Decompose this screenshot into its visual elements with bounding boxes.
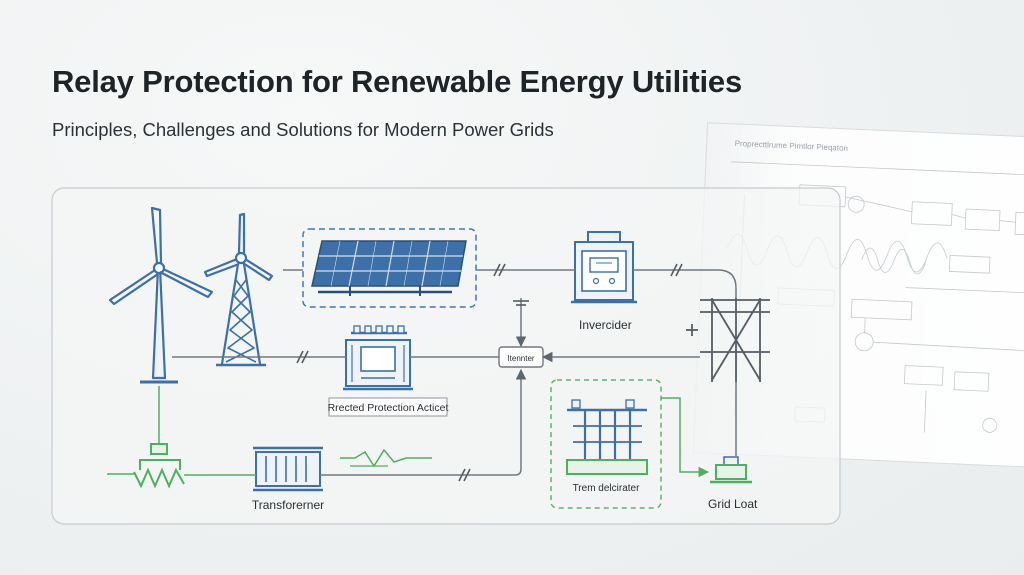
controller-label: Trem delcirater [573,483,641,494]
solar-panel-icon [311,240,467,296]
page-subtitle: Principles, Challenges and Solutions for… [52,119,554,140]
resistor-ground-icon [133,443,185,489]
connection-lines [107,263,737,482]
diagram-panel [51,187,841,525]
protection-label: Rrected Protection Acticet [328,402,449,414]
protection-label-box [328,397,448,417]
solar-array-group [302,228,477,308]
wind-turbine-lattice-icon [203,212,274,367]
transformer-icon [253,446,323,492]
grid-load-label: Grid Loat [708,497,758,511]
transformer-label: Transforerner [252,498,324,512]
relay-label: Itennter [507,354,534,363]
inverter-label: Invercider [579,318,632,332]
protection-transformer-icon [343,325,413,391]
inverter-icon [571,231,637,304]
controller-group [550,379,662,509]
page-title: Relay Protection for Renewable Energy Ut… [52,64,743,99]
controller-icon [566,399,648,475]
grid-load-icon [710,456,752,484]
wind-turbine-icon [108,206,214,384]
breaker-switchgear-icon [686,298,770,382]
